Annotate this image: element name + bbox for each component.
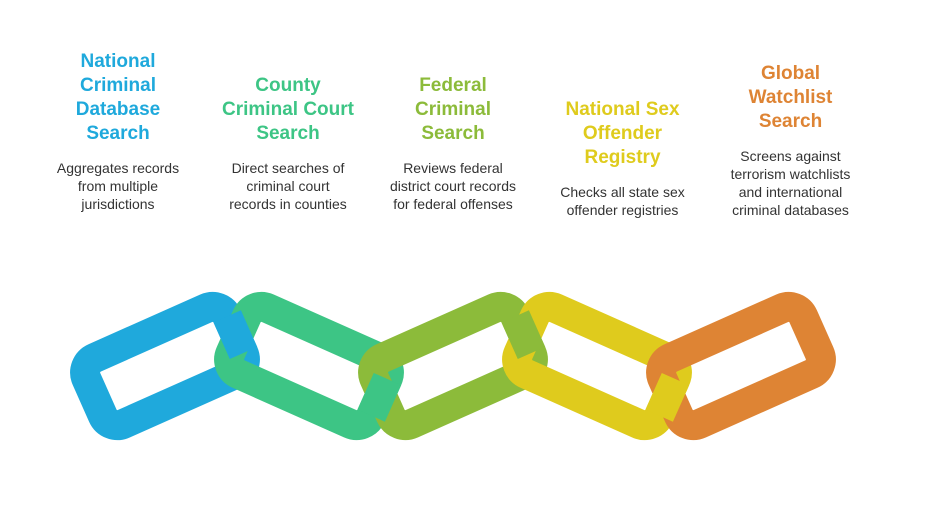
step-title: Federal Criminal Search — [414, 75, 492, 144]
step-description: Aggregates records from multiple jurisdi… — [56, 160, 180, 212]
step-title: Global Watchlist Search — [748, 63, 833, 132]
step-description: Reviews federal district court records f… — [389, 160, 517, 212]
chain-link-yellow-overlap — [645, 372, 690, 422]
chain-link-blue-overlap — [213, 310, 258, 360]
step-description: Screens against terrorism watchlists and… — [730, 148, 851, 218]
step-description: Checks all state sex offender registries — [560, 184, 685, 218]
chain-link-orange — [646, 291, 836, 441]
step-title: National Sex Offender Registry — [565, 99, 680, 168]
chain-link-olive-overlap — [501, 310, 546, 360]
step-federal-criminal: Federal Criminal Search Reviews federal … — [378, 74, 528, 213]
step-global-watchlist: Global Watchlist Search Screens against … — [713, 62, 868, 219]
step-title: County Criminal Court Search — [222, 75, 354, 144]
chain-link-green-overlap — [357, 372, 402, 422]
step-national-criminal-database: National Criminal Database Search Aggreg… — [43, 50, 193, 213]
step-description: Direct searches of criminal court record… — [229, 160, 347, 212]
step-national-sex-offender: National Sex Offender Registry Checks al… — [545, 98, 700, 219]
step-title: National Criminal Database Search — [75, 51, 161, 144]
step-county-criminal-court: County Criminal Court Search Direct sear… — [208, 74, 368, 213]
